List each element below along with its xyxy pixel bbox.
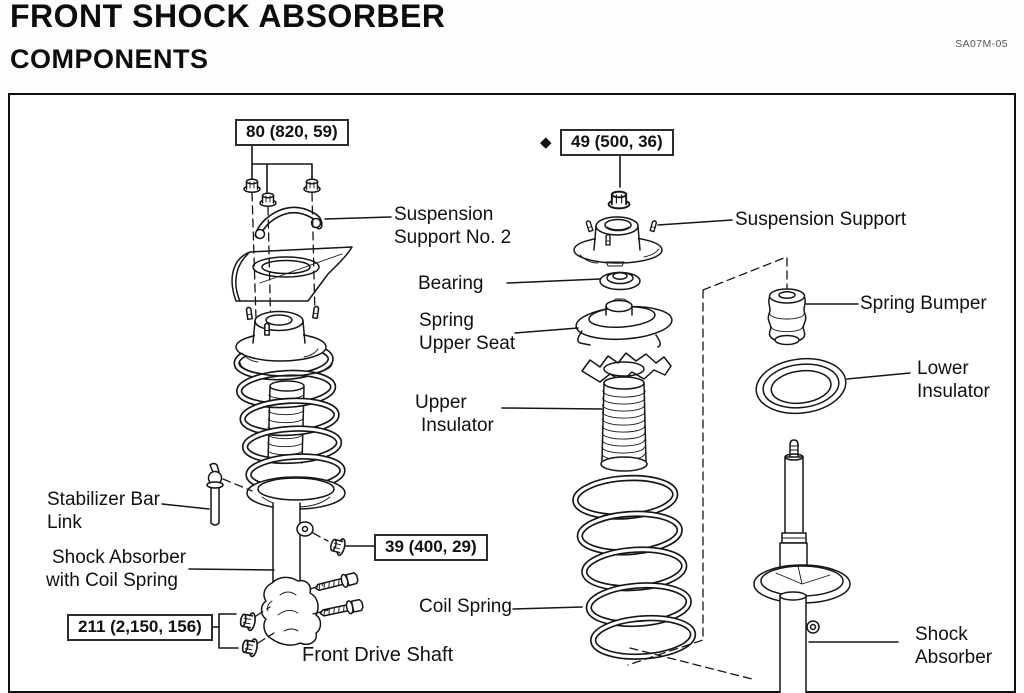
left-coil-spring-drawing <box>233 341 346 492</box>
label-shock-absorber: Shock Absorber <box>915 624 993 668</box>
label-spring-bumper: Spring Bumper <box>860 293 987 314</box>
spring-bumper-drawing <box>767 288 807 346</box>
label-upper-insulator: Upper Insulator <box>415 392 494 436</box>
diamond-marker-icon: ◆ <box>540 134 552 151</box>
label-leader-lines <box>161 216 911 643</box>
exploded-view-drawing <box>161 142 911 693</box>
torque-spec-box-knuckle-bolts: 211 (2,150, 156) <box>67 614 213 641</box>
bracket-bolt <box>314 572 359 592</box>
label-suspension-support: Suspension Support <box>735 209 907 230</box>
torque-spec-box-stabilizer-link-nut: 39 (400, 29) <box>374 534 488 561</box>
torque-spec-box-piston-rod-nut: 49 (500, 36) <box>560 129 674 156</box>
label-lower-insulator: Lower Insulator <box>917 358 990 402</box>
label-suspension-support-no2: Suspension Support No. 2 <box>394 204 512 248</box>
page-title: FRONT SHOCK ABSORBER <box>10 0 446 34</box>
exploded-column-drawing <box>572 152 697 660</box>
torque-spec-box-suspension-support-no2: 80 (820, 59) <box>235 119 349 146</box>
torque-value: 49 (500, 36) <box>571 132 663 151</box>
shock-absorber-drawing <box>753 439 851 693</box>
page-subtitle: COMPONENTS <box>10 44 209 74</box>
components-diagram-box: 80 (820, 59) ◆ 49 (500, 36) 39 (400, 29)… <box>8 93 1016 693</box>
label-spring-upper-seat: Spring Upper Seat <box>419 310 516 354</box>
strut-assembly-drawing <box>200 142 375 658</box>
torque-value: 39 (400, 29) <box>385 537 477 556</box>
label-shock-absorber-with-coil-spring: Shock Absorber with Coil Spring <box>46 547 187 591</box>
label-bearing: Bearing <box>418 273 484 294</box>
stabilizer-link-drawing <box>206 462 253 526</box>
doc-code: SA07M-05 <box>955 38 1008 50</box>
label-front-drive-shaft: Front Drive Shaft <box>302 644 454 666</box>
bracket-bolt <box>319 598 364 617</box>
lower-insulator-drawing <box>755 357 847 415</box>
manual-page: { "page": { "title_line1": "FRONT SHOCK … <box>8 0 1016 693</box>
label-coil-spring: Coil Spring <box>419 596 512 617</box>
coil-spring-drawing <box>572 474 697 660</box>
torque-value: 80 (820, 59) <box>246 122 338 141</box>
torque-value: 211 (2,150, 156) <box>78 617 202 636</box>
label-stabilizer-bar-link: Stabilizer Bar Link <box>47 489 160 533</box>
right-column-drawing <box>627 257 851 693</box>
